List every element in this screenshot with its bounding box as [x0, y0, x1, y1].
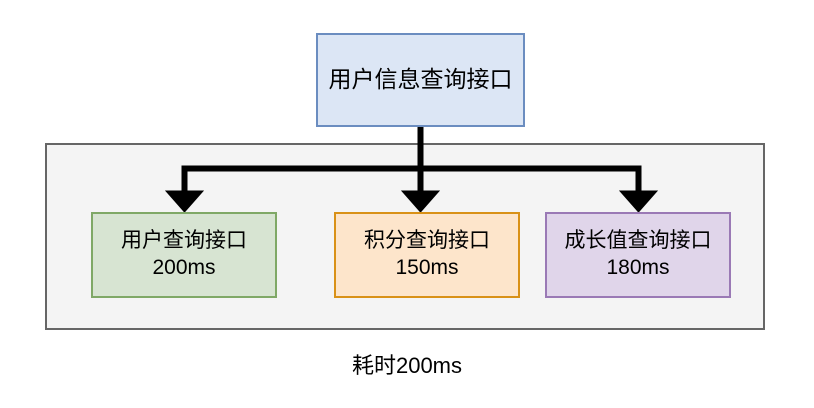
node-growth-query[interactable]: 成长值查询接口 180ms: [545, 212, 731, 298]
diagram-caption: 耗时200ms: [351, 353, 463, 378]
node-root-label: 用户信息查询接口: [328, 66, 513, 93]
node-user-query-label: 用户查询接口: [121, 229, 247, 253]
node-root-interface[interactable]: 用户信息查询接口: [316, 33, 525, 127]
node-points-query[interactable]: 积分查询接口 150ms: [334, 212, 520, 298]
node-growth-query-label: 成长值查询接口: [564, 229, 712, 253]
node-points-query-label: 积分查询接口: [364, 229, 490, 253]
node-user-query[interactable]: 用户查询接口 200ms: [91, 212, 277, 298]
node-growth-query-metric: 180ms: [606, 256, 670, 279]
node-user-query-metric: 200ms: [152, 256, 216, 279]
node-points-query-metric: 150ms: [395, 256, 459, 279]
